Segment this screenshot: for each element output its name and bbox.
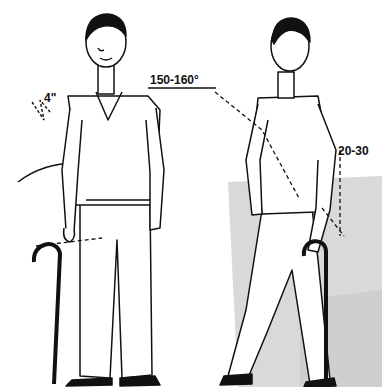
standing-man	[62, 14, 164, 386]
walking-man	[220, 18, 336, 387]
cane	[34, 244, 60, 384]
angle-lines	[215, 92, 344, 236]
height-line	[36, 238, 102, 246]
dimension-label: 4"	[44, 92, 56, 104]
label-underline	[148, 87, 216, 89]
dimension-label: 20-30	[338, 145, 369, 157]
cane	[304, 241, 326, 384]
dimension-label: 150-160°	[150, 74, 199, 86]
